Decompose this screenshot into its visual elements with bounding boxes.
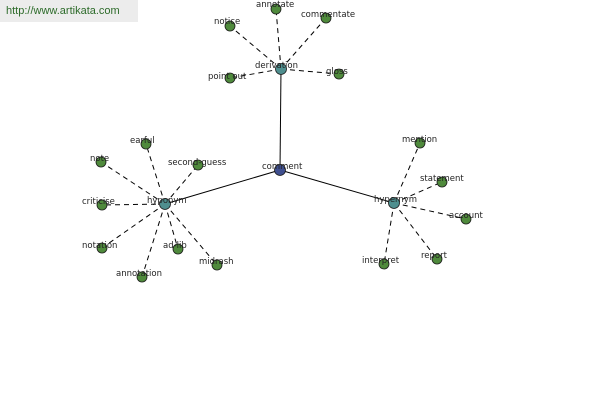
edge-hypernym-account [393,202,467,220]
leaf-midrash-label[interactable]: midrash [199,257,234,267]
leaf-criticise-label[interactable]: criticise [82,197,115,207]
leaf-note-label[interactable]: note [90,154,109,164]
edge-hyponym-note [100,161,166,205]
leaf-notice-node[interactable] [224,20,236,32]
leaf-interpret-label[interactable]: interpret [362,256,400,266]
leaf-annotate-node[interactable] [270,3,282,15]
leaf-notation-label[interactable]: notation [82,241,117,251]
edge-derivation-gloss [280,68,340,75]
edge-derivation-commentate [280,17,327,70]
edge-comment-hypernym [279,169,395,204]
leaf-ad-lib-node[interactable] [172,243,184,255]
edge-hyponym-midrash [164,203,218,266]
leaf-point-out-node[interactable] [224,72,236,84]
edge-hyponym-earful [145,143,166,205]
leaf-notice-label[interactable]: notice [214,17,240,27]
category-hypernym-node[interactable] [388,197,400,209]
leaf-statement-node[interactable] [436,176,448,188]
leaf-gloss-node[interactable] [333,68,345,80]
edge-hypernym-mention [393,142,421,204]
leaf-notation-node[interactable] [96,242,108,254]
edge-derivation-annotate [275,8,282,70]
category-hyponym-node[interactable] [159,198,171,210]
leaf-note-node[interactable] [95,156,107,168]
source-url-link[interactable]: http://www.artikata.com [0,0,138,22]
leaf-earful-label[interactable]: earful [130,136,155,146]
leaf-second-guess-label[interactable]: second-guess [168,158,227,168]
category-derivation-label[interactable]: derivation [255,61,298,71]
leaf-mention-node[interactable] [414,137,426,149]
leaf-ad-lib-label[interactable]: ad-lib [163,241,187,251]
leaf-annotate-label[interactable]: annotate [256,0,294,10]
leaf-commentate-label[interactable]: commentate [301,10,355,20]
leaf-gloss-label[interactable]: gloss [326,67,348,77]
leaf-mention-label[interactable]: mention [402,135,437,145]
edge-comment-hyponym [164,169,281,205]
edge-hyponym-annotation [141,203,166,278]
edge-hyponym-ad-lib [164,203,179,250]
category-derivation-node[interactable] [275,63,287,75]
leaf-account-node[interactable] [460,213,472,225]
leaf-report-node[interactable] [431,253,443,265]
leaf-second-guess-node[interactable] [192,159,204,171]
leaf-earful-node[interactable] [140,138,152,150]
leaf-interpret-node[interactable] [378,258,390,270]
edge-derivation-notice [229,25,282,70]
category-hyponym-label[interactable]: hyponym [147,196,187,206]
leaf-account-label[interactable]: account [449,211,484,221]
edge-comment-derivation [279,68,282,171]
leaf-report-label[interactable]: report [421,251,448,261]
leaf-midrash-node[interactable] [211,259,223,271]
leaf-statement-label[interactable]: statement [420,174,464,184]
edges-group [100,8,467,278]
labels-group: notice annotate commentate point out gloss de… [82,0,484,279]
leaf-annotation-node[interactable] [136,271,148,283]
edge-hypernym-report [393,202,438,260]
leaf-commentate-node[interactable] [320,12,332,24]
category-hypernym-label[interactable]: hypernym [374,195,417,205]
leaf-criticise-node[interactable] [96,199,108,211]
edge-hypernym-interpret [383,202,395,265]
leaf-annotation-label[interactable]: annotation [116,269,162,279]
edge-hyponym-notation [101,203,166,249]
leaf-point-out-label[interactable]: point out [208,72,247,82]
edge-hyponym-criticise [101,203,166,206]
root-comment-label[interactable]: comment [262,162,303,172]
nodes-group [95,3,472,283]
root-comment-node[interactable] [274,164,286,176]
